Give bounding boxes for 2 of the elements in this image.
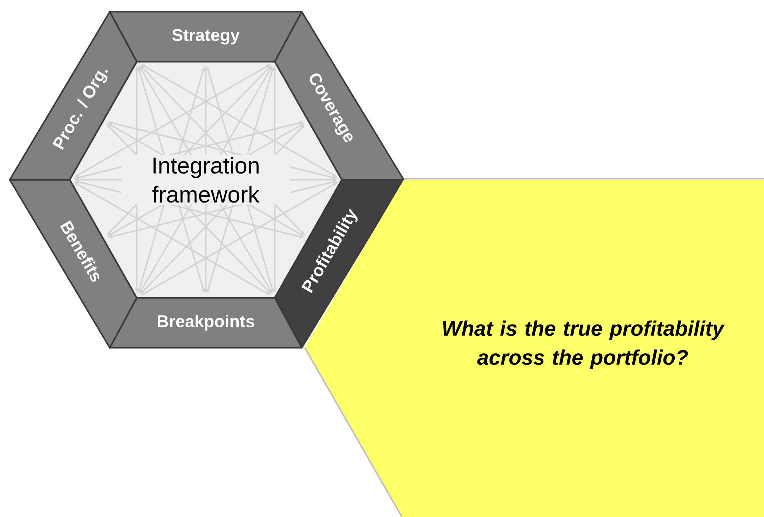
hexagon-segment: Breakpoints bbox=[109, 297, 303, 349]
hexagon-segment: Strategy bbox=[109, 11, 303, 63]
